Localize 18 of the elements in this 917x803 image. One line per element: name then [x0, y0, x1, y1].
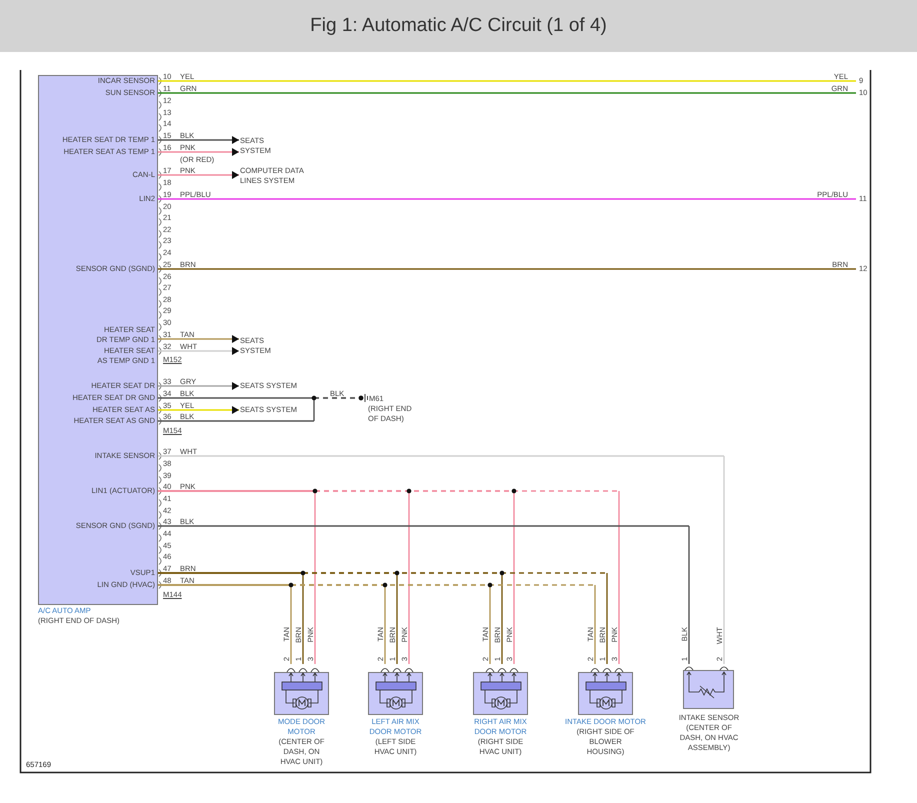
wire	[158, 80, 856, 82]
wire	[158, 92, 856, 94]
wire	[157, 397, 356, 422]
wire	[158, 406, 239, 414]
title: Fig 1: Automatic A/C Circuit (1 of 4)	[310, 15, 607, 37]
wire	[158, 171, 239, 179]
wire	[158, 148, 239, 156]
wire	[158, 268, 856, 270]
wire	[157, 525, 690, 665]
wire	[158, 136, 239, 144]
wire	[158, 335, 239, 343]
wire	[158, 382, 239, 390]
wire	[158, 198, 856, 200]
wire	[157, 584, 596, 665]
wire	[157, 455, 725, 665]
wire	[157, 572, 608, 665]
wire	[158, 347, 239, 355]
wire	[157, 490, 620, 665]
